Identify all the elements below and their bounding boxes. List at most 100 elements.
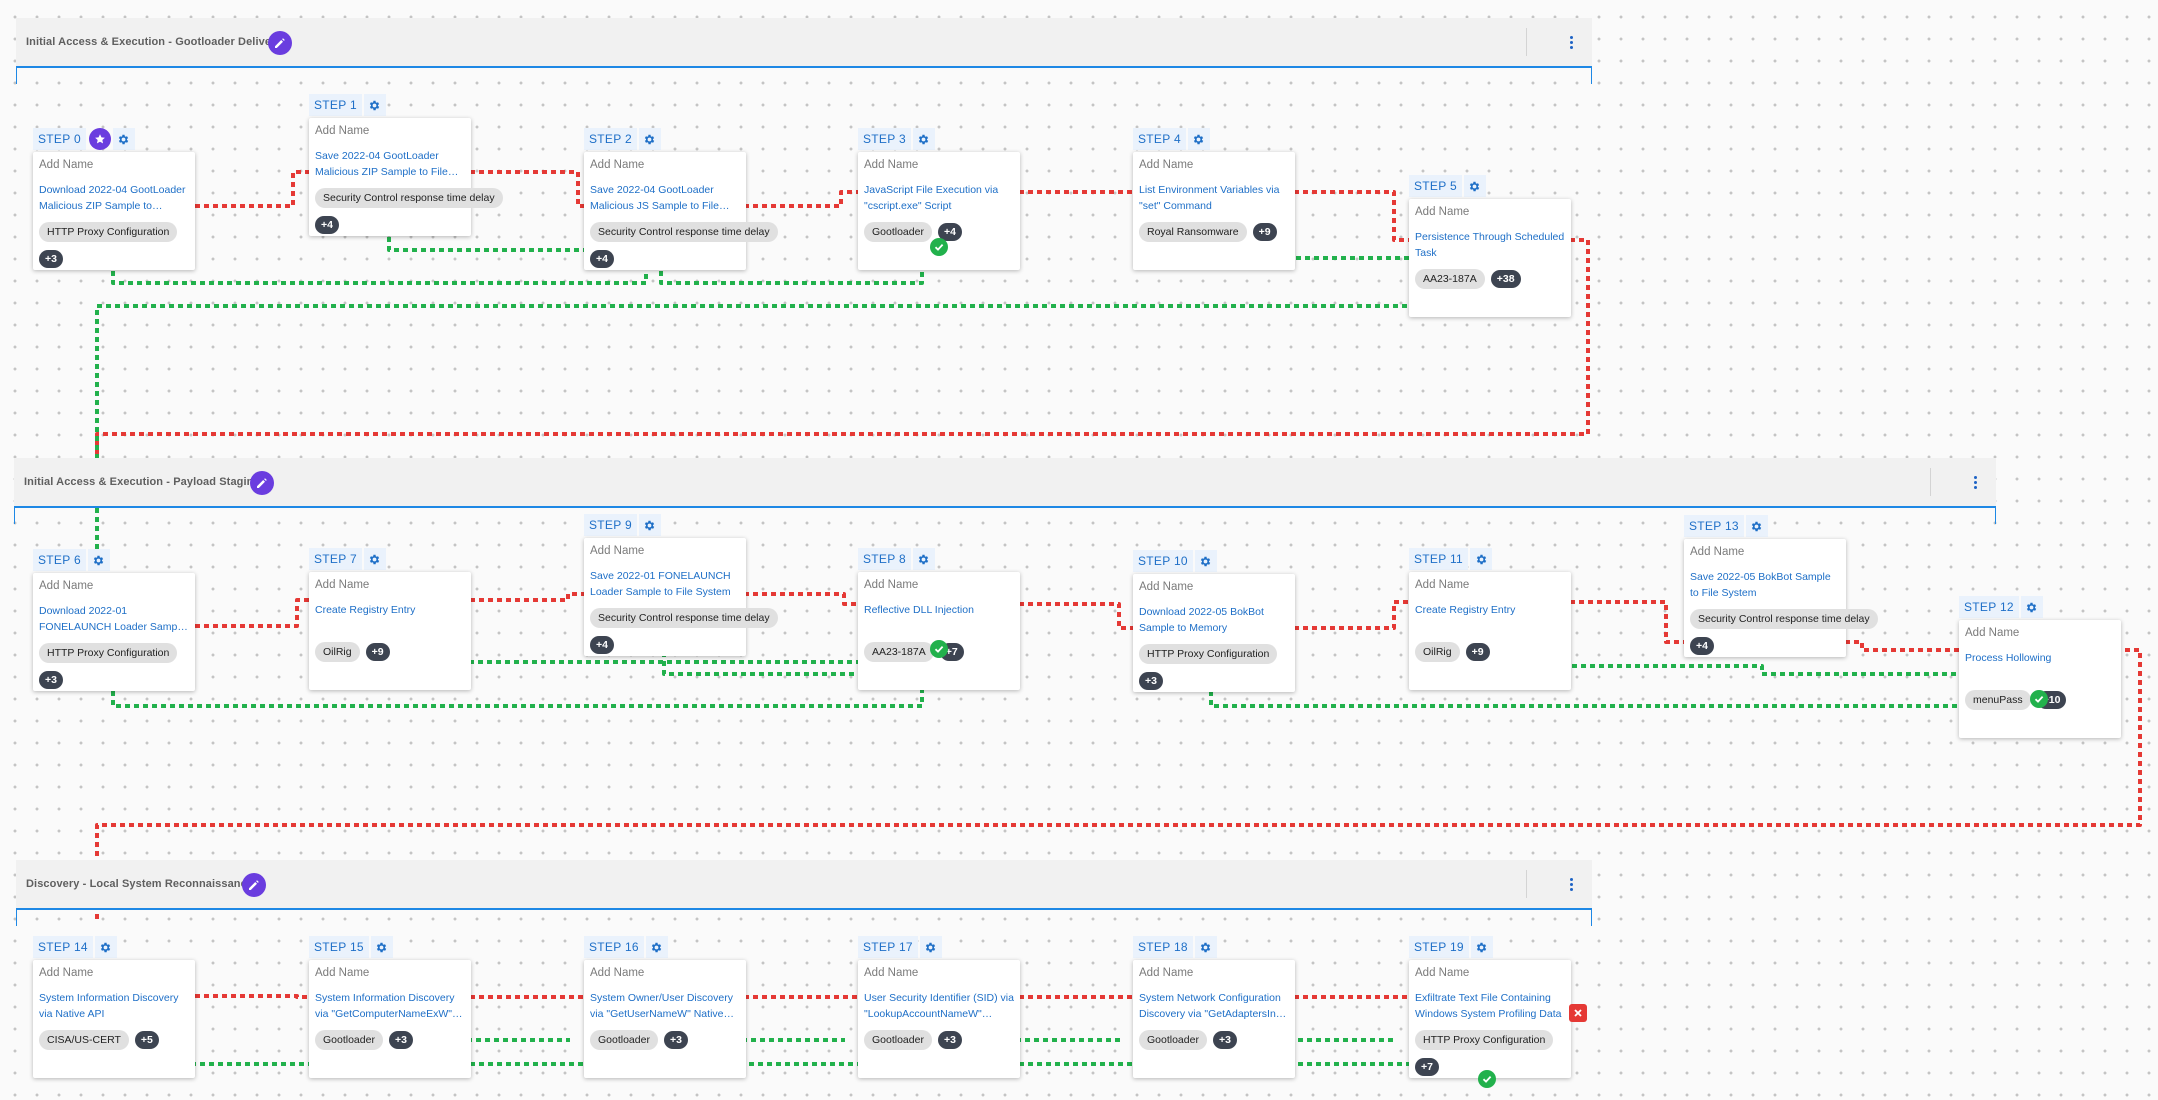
add-name-field[interactable]: Add Name <box>1139 159 1194 171</box>
more-tags-badge[interactable]: +5 <box>134 1031 159 1049</box>
add-name-field[interactable]: Add Name <box>39 967 94 979</box>
step-label[interactable]: STEP 0 <box>33 126 135 152</box>
step-card[interactable]: Add Name JavaScript File Execution via "… <box>858 152 1020 270</box>
failed-status-badge[interactable] <box>1569 1004 1587 1022</box>
threat-tag[interactable]: OilRig <box>315 642 360 662</box>
step-settings-button[interactable] <box>1470 548 1493 570</box>
step-card[interactable]: Add Name Download 2022-04 GootLoader Mal… <box>33 152 195 270</box>
step-card[interactable]: Add Name System Owner/User Discovery via… <box>584 960 746 1078</box>
step-card[interactable]: Add Name Save 2022-04 GootLoader Malicio… <box>309 118 503 236</box>
step-settings-button[interactable] <box>87 549 110 571</box>
threat-tag[interactable]: Security Control response time delay <box>315 188 503 208</box>
step-action-link[interactable]: Save 2022-05 BokBot Sample to File Syste… <box>1690 571 1831 599</box>
add-name-field[interactable]: Add Name <box>1415 206 1470 218</box>
step-action-link[interactable]: System Network Configuration Discovery v… <box>1139 992 1289 1020</box>
step-action-link[interactable]: Download 2022-04 GootLoader Malicious ZI… <box>39 184 186 212</box>
step-card[interactable]: Add Name System Network Configuration Di… <box>1133 960 1295 1078</box>
more-tags-badge[interactable]: +38 <box>1490 270 1521 288</box>
step-settings-button[interactable] <box>1187 128 1210 150</box>
step-settings-button[interactable] <box>363 94 386 116</box>
step-action-link[interactable]: System Information Discovery via "GetCom… <box>315 992 455 1020</box>
threat-tag[interactable]: Gootloader <box>315 1030 383 1050</box>
threat-tag[interactable]: CISA/US-CERT <box>39 1030 129 1050</box>
step-action-link[interactable]: Save 2022-01 FONELAUNCH Loader Sample to… <box>590 570 731 598</box>
step-label[interactable]: STEP 18 <box>1133 934 1217 960</box>
step-action-link[interactable]: Download 2022-05 BokBot Sample to Memory <box>1139 606 1264 634</box>
add-name-field[interactable]: Add Name <box>1690 546 1745 558</box>
step-label[interactable]: STEP 17 <box>858 934 942 960</box>
step-settings-button[interactable] <box>919 936 942 958</box>
more-tags-badge[interactable]: +3 <box>39 250 63 268</box>
add-name-field[interactable]: Add Name <box>1415 967 1470 979</box>
step-label[interactable]: STEP 11 <box>1409 546 1493 572</box>
step-action-link[interactable]: Create Registry Entry <box>315 604 416 616</box>
more-tags-badge[interactable]: +9 <box>1465 643 1490 661</box>
step-card[interactable]: Add Name Save 2022-05 BokBot Sample to F… <box>1684 539 1878 657</box>
step-card[interactable]: Add Name User Security Identifier (SID) … <box>858 960 1020 1078</box>
phase-menu-button[interactable] <box>1562 874 1580 894</box>
threat-tag[interactable]: OilRig <box>1415 642 1460 662</box>
add-name-field[interactable]: Add Name <box>39 580 94 592</box>
threat-tag[interactable]: Royal Ransomware <box>1139 222 1247 242</box>
step-label[interactable]: STEP 13 <box>1684 513 1768 539</box>
step-settings-button[interactable] <box>1745 515 1768 537</box>
more-tags-badge[interactable]: +3 <box>1139 672 1163 690</box>
step-settings-button[interactable] <box>370 936 393 958</box>
edit-phase-button[interactable] <box>268 31 292 55</box>
add-name-field[interactable]: Add Name <box>1965 627 2020 639</box>
add-name-field[interactable]: Add Name <box>590 545 645 557</box>
add-name-field[interactable]: Add Name <box>864 579 919 591</box>
step-settings-button[interactable] <box>912 128 935 150</box>
step-label[interactable]: STEP 12 <box>1959 594 2043 620</box>
step-settings-button[interactable] <box>638 128 661 150</box>
step-action-link[interactable]: Download 2022-01 FONELAUNCH Loader Sampl… <box>39 605 186 633</box>
step-label[interactable]: STEP 2 <box>584 126 661 152</box>
step-action-link[interactable]: Persistence Through Scheduled Task <box>1415 231 1565 259</box>
step-card[interactable]: Add Name List Environment Variables via … <box>1133 152 1295 270</box>
step-card[interactable]: Add Name Save 2022-04 GootLoader Malicio… <box>584 152 778 270</box>
step-settings-button[interactable] <box>645 936 668 958</box>
threat-tag[interactable]: Gootloader <box>864 1030 932 1050</box>
more-tags-badge[interactable]: +4 <box>937 223 962 241</box>
step-card[interactable]: Add Name Create Registry Entry OilRig+9 <box>1409 572 1571 690</box>
step-action-link[interactable]: Reflective DLL Injection <box>864 604 974 616</box>
more-tags-badge[interactable]: +3 <box>1212 1031 1237 1049</box>
add-name-field[interactable]: Add Name <box>1139 967 1194 979</box>
step-card[interactable]: Add Name Process Hollowing menuPass+10 <box>1959 620 2121 738</box>
more-tags-badge[interactable]: +4 <box>1690 637 1714 655</box>
step-settings-button[interactable] <box>1194 936 1217 958</box>
add-name-field[interactable]: Add Name <box>315 967 370 979</box>
add-name-field[interactable]: Add Name <box>39 159 94 171</box>
step-settings-button[interactable] <box>638 514 661 536</box>
step-action-link[interactable]: Save 2022-04 GootLoader Malicious ZIP Sa… <box>315 150 448 178</box>
threat-tag[interactable]: Gootloader <box>1139 1030 1207 1050</box>
step-card[interactable]: Add Name Exfiltrate Text File Containing… <box>1409 960 1571 1078</box>
add-name-field[interactable]: Add Name <box>315 125 370 137</box>
threat-tag[interactable]: Security Control response time delay <box>590 608 778 628</box>
step-settings-button[interactable] <box>363 548 386 570</box>
threat-tag[interactable]: Security Control response time delay <box>1690 609 1878 629</box>
step-settings-button[interactable] <box>1463 175 1486 197</box>
more-tags-badge[interactable]: +4 <box>590 636 614 654</box>
threat-tag[interactable]: Gootloader <box>864 222 932 242</box>
threat-tag[interactable]: HTTP Proxy Configuration <box>39 643 178 663</box>
step-action-link[interactable]: JavaScript File Execution via "cscript.e… <box>864 184 999 212</box>
step-action-link[interactable]: System Owner/User Discovery via "GetUser… <box>590 992 733 1020</box>
step-label[interactable]: STEP 1 <box>309 92 386 118</box>
add-name-field[interactable]: Add Name <box>1415 579 1470 591</box>
step-card[interactable]: Add Name Download 2022-05 BokBot Sample … <box>1133 574 1295 692</box>
step-card[interactable]: Add Name Download 2022-01 FONELAUNCH Loa… <box>33 573 195 691</box>
step-label[interactable]: STEP 6 <box>33 547 110 573</box>
more-tags-badge[interactable]: +3 <box>39 671 63 689</box>
step-action-link[interactable]: System Information Discovery via Native … <box>39 992 179 1020</box>
threat-tag[interactable]: HTTP Proxy Configuration <box>1139 644 1278 664</box>
more-tags-badge[interactable]: +9 <box>365 643 390 661</box>
threat-tag[interactable]: Security Control response time delay <box>590 222 778 242</box>
step-card[interactable]: Add Name System Information Discovery vi… <box>309 960 471 1078</box>
step-label[interactable]: STEP 16 <box>584 934 668 960</box>
add-name-field[interactable]: Add Name <box>1139 581 1194 593</box>
step-label[interactable]: STEP 8 <box>858 546 935 572</box>
step-action-link[interactable]: List Environment Variables via "set" Com… <box>1139 184 1280 212</box>
passed-status-badge[interactable] <box>930 640 948 658</box>
step-label[interactable]: STEP 7 <box>309 546 386 572</box>
